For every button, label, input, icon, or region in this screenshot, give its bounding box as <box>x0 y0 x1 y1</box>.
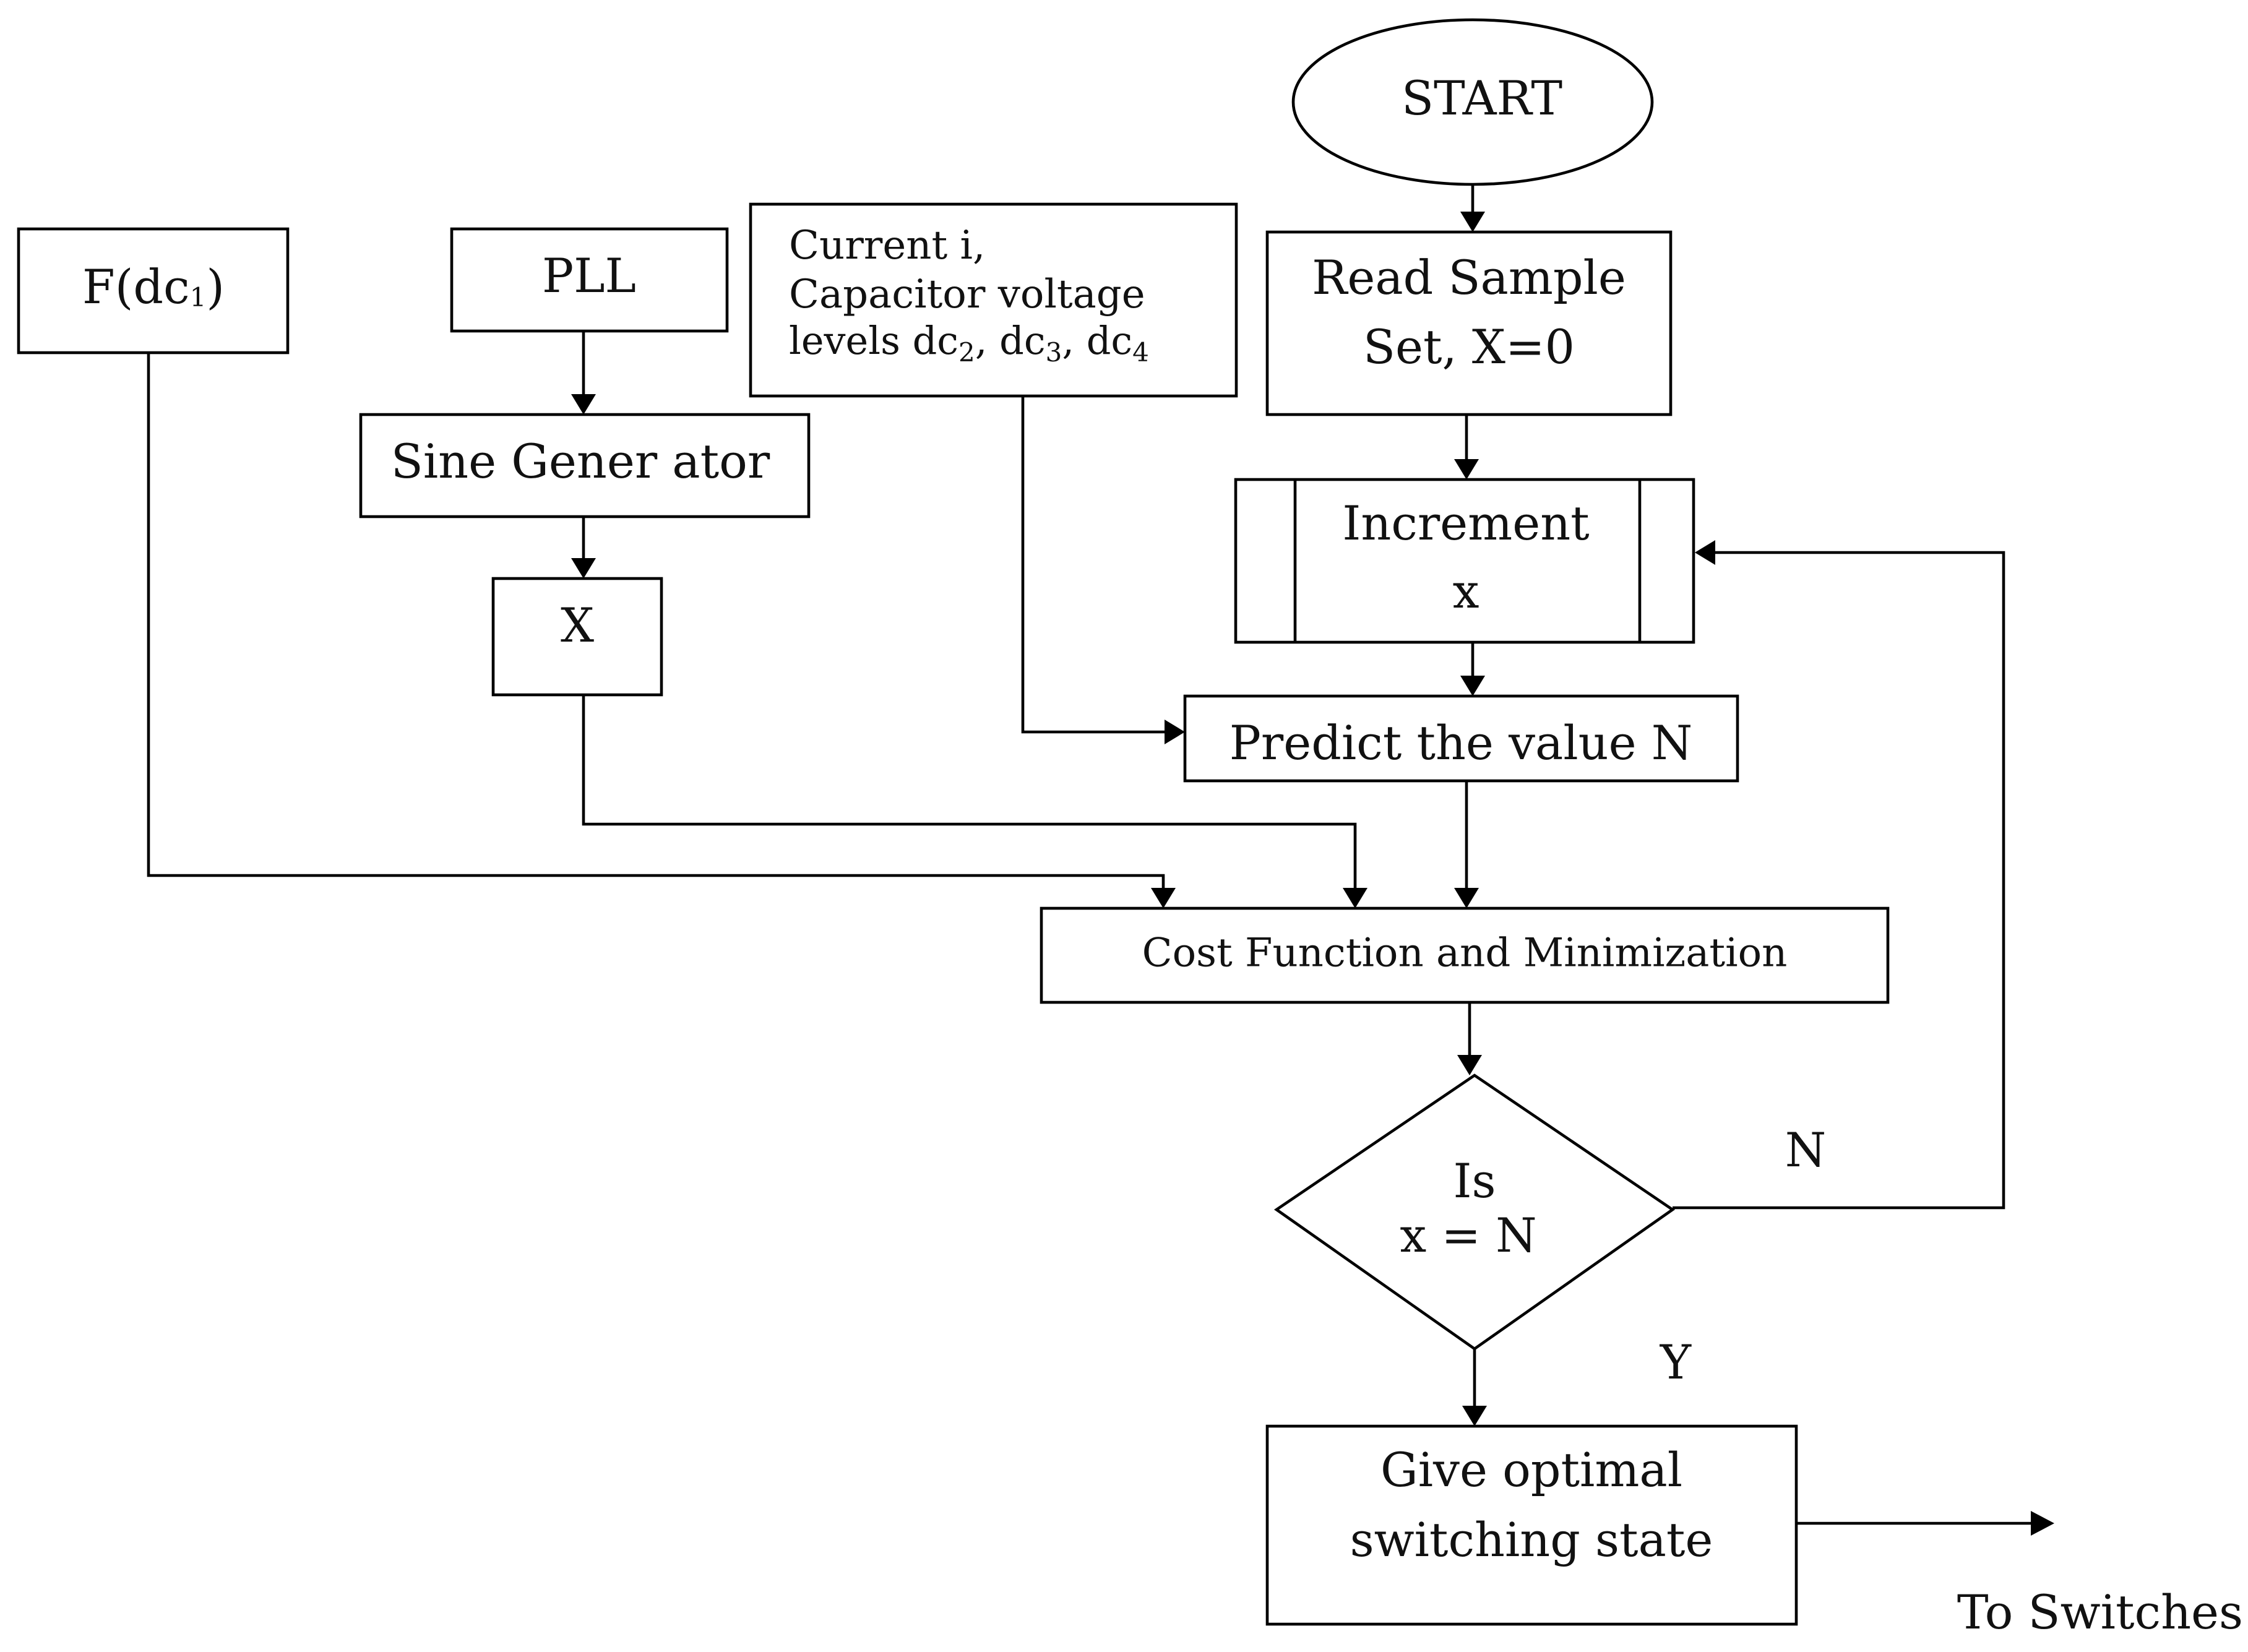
arrowhead <box>571 558 596 579</box>
cost-function-box <box>1040 906 1890 1004</box>
read-sample-line-2: Set, X=0 <box>1363 319 1575 374</box>
inputs-line-1: Current i, <box>789 223 985 269</box>
inputs-mid-1: , dc <box>975 318 1046 363</box>
inputs-mid-2: , dc <box>1062 318 1132 363</box>
f-dc1-box <box>17 227 290 355</box>
output-line-2: switching state <box>1350 1512 1713 1567</box>
arrowhead <box>1151 888 1176 908</box>
inputs-line-3-prefix: levels dc <box>789 318 958 363</box>
inputs-line-3: levels dc2, dc3, dc4 <box>789 318 1149 368</box>
f-dc1-label: F(dc1) <box>82 259 225 314</box>
f-dc1-subscript: 1 <box>190 282 207 312</box>
increment-line-1: Increment <box>1342 496 1589 551</box>
x-box <box>491 577 663 697</box>
connectors <box>147 184 2054 1536</box>
start-label: START <box>1402 71 1562 126</box>
decision-line-2: x = N <box>1400 1208 1536 1263</box>
edge-fdc1-to-cost <box>147 353 1165 888</box>
pll-label: PLL <box>542 248 636 303</box>
predict-box <box>1183 694 1739 783</box>
edge-label-no: N <box>1785 1122 1827 1177</box>
output-box <box>1265 1424 1798 1626</box>
inputs-sub-2: 2 <box>958 337 975 368</box>
read-sample-box <box>1265 230 1673 416</box>
sine-generator-label: Sine Gener ator <box>391 434 770 489</box>
output-line-1: Give optimal <box>1380 1442 1682 1497</box>
inputs-sub-4: 4 <box>1132 337 1149 368</box>
arrowhead <box>1454 459 1479 480</box>
arrowhead <box>1460 676 1485 696</box>
to-switches-label: To Switches <box>1957 1585 2243 1640</box>
arrowhead <box>1462 1406 1487 1426</box>
x-block-label: X <box>561 598 594 653</box>
inputs-box <box>749 202 1238 398</box>
predict-label: Predict the value N <box>1230 715 1692 770</box>
arrowhead <box>2031 1511 2054 1536</box>
arrowhead <box>1460 212 1485 232</box>
inputs-sub-3: 3 <box>1046 337 1062 368</box>
arrowhead <box>1343 888 1367 908</box>
read-sample-line-1: Read Sample <box>1312 250 1626 305</box>
arrowhead <box>1454 888 1479 908</box>
cost-function-label: Cost Function and Minimization <box>1142 931 1788 976</box>
arrowhead <box>1165 720 1185 744</box>
edge-label-yes: Y <box>1660 1335 1692 1390</box>
pll-box <box>450 227 729 333</box>
arrowhead <box>1695 540 1715 565</box>
sine-generator-box <box>359 413 811 518</box>
edge-inputs-to-predict <box>1021 396 1165 734</box>
arrowhead <box>1457 1055 1482 1075</box>
increment-predefined-process <box>1234 478 1695 644</box>
decision-line-1: Is <box>1453 1153 1496 1208</box>
increment-box <box>1234 478 1695 644</box>
arrowhead <box>571 394 596 415</box>
increment-line-2: x <box>1453 564 1479 619</box>
f-dc1-main: F(dc <box>82 259 190 314</box>
inputs-text: Current i, Capacitor voltage levels dc2,… <box>789 223 1149 368</box>
f-dc1-close: ) <box>206 259 225 314</box>
inputs-line-2: Capacitor voltage <box>789 272 1145 317</box>
edge-decision-loop-to-increment <box>1673 551 2005 1210</box>
edge-x-to-cost <box>582 695 1357 888</box>
